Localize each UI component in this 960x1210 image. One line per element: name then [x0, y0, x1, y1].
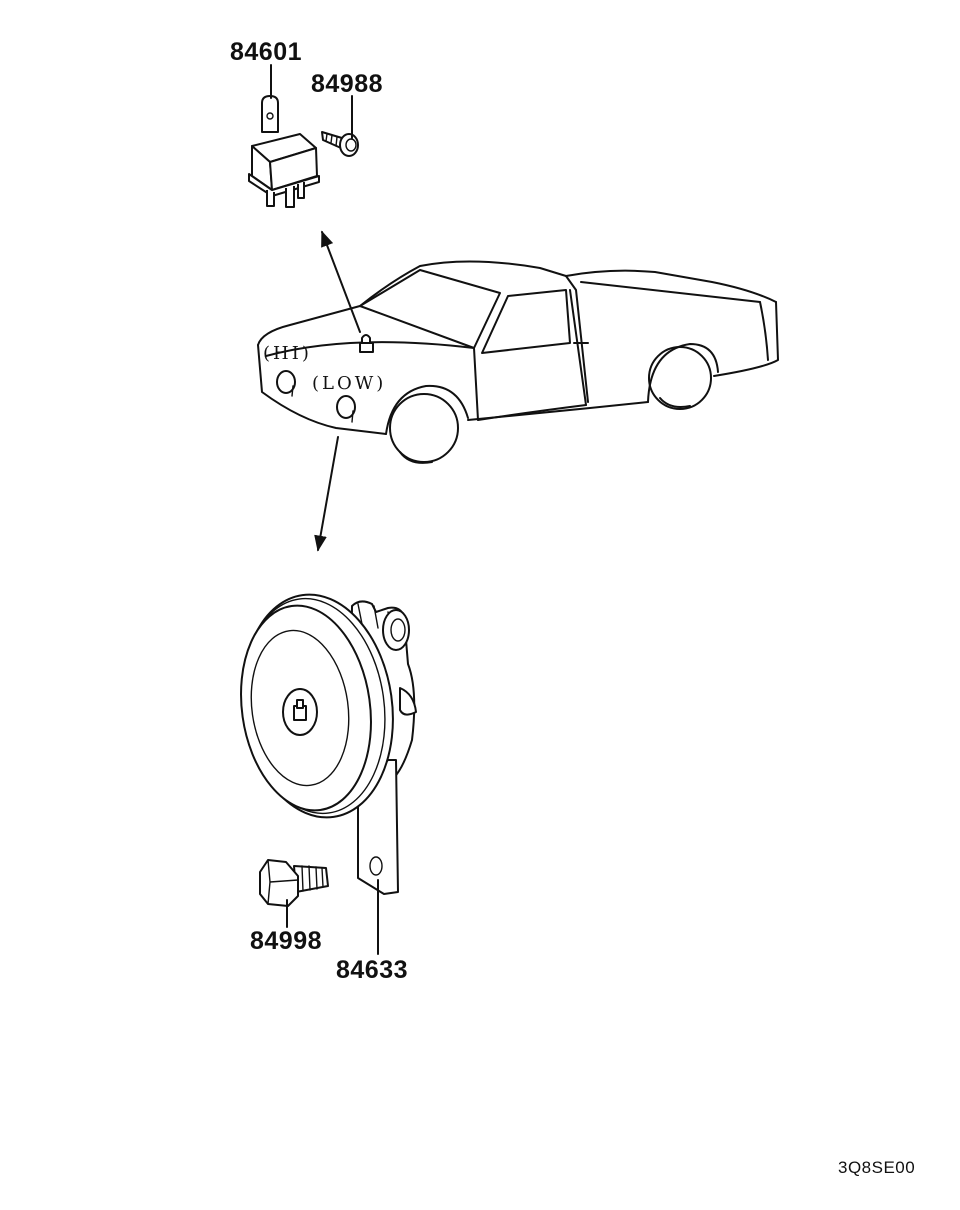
- leader-lines: [270, 64, 379, 955]
- callout-84998: 84998: [250, 927, 323, 955]
- drawing-code: 3Q8SE00: [838, 1158, 916, 1177]
- bolt-illustration: [259, 859, 329, 907]
- callout-84988: 84988: [311, 70, 384, 98]
- callout-84601: 84601: [230, 38, 303, 66]
- horn-position-hi: (HI): [263, 343, 312, 364]
- horn-illustration: [240, 593, 417, 895]
- horn-position-low: (LOW): [312, 373, 387, 394]
- truck-illustration: [257, 230, 779, 552]
- screw-illustration: [321, 131, 359, 157]
- callout-84633: 84633: [336, 956, 409, 984]
- relay-illustration: [248, 95, 320, 208]
